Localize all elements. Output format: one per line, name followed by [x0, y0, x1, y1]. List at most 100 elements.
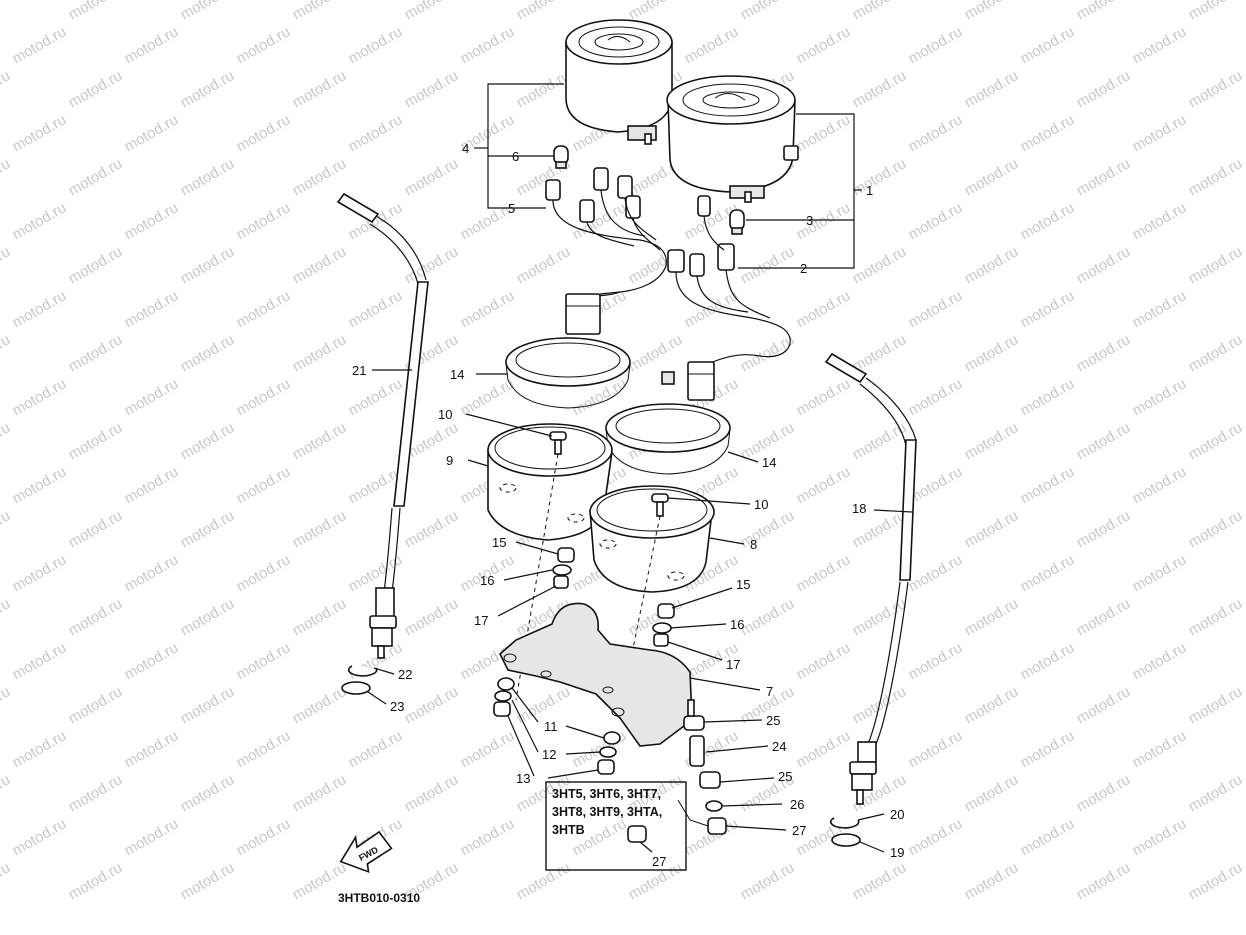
watermark-text: motod.ru — [514, 243, 574, 287]
callout-18: 18 — [852, 501, 866, 516]
watermark-text: motod.ru — [1186, 243, 1246, 287]
watermark-text: motod.ru — [66, 595, 126, 639]
watermark-text: motod.ru — [0, 67, 13, 111]
watermark-text: motod.ru — [1186, 155, 1246, 199]
callout-16-left: 16 — [480, 573, 494, 588]
callout-5: 5 — [508, 201, 515, 216]
watermark-text: motod.ru — [1186, 0, 1246, 23]
leader-lines — [367, 83, 913, 853]
watermark-text: motod.ru — [1074, 0, 1134, 23]
watermark-text: motod.ru — [962, 859, 1022, 903]
callout-12: 12 — [542, 747, 556, 762]
watermark-text: motod.ru — [1018, 111, 1078, 155]
watermark-text: motod.ru — [346, 23, 406, 67]
watermark-text: motod.ru — [962, 331, 1022, 375]
watermark-text: motod.ru — [850, 243, 910, 287]
circlip-22 — [347, 665, 378, 677]
callout-17-right: 17 — [726, 657, 740, 672]
watermark-text: motod.ru — [0, 683, 13, 727]
callout-27-right: 27 — [792, 823, 806, 838]
bulb-6 — [553, 145, 569, 169]
meter-cable-21 — [336, 192, 429, 659]
watermark-text: motod.ru — [10, 23, 70, 67]
watermark-text: motod.ru — [850, 67, 910, 111]
watermark-text: motod.ru — [1018, 815, 1078, 859]
watermark-text: motod.ru — [178, 859, 238, 903]
watermark-text: motod.ru — [1018, 287, 1078, 331]
watermark-text: motod.ru — [234, 727, 294, 771]
watermark-text: motod.ru — [570, 199, 630, 243]
watermark-text: motod.ru — [906, 23, 966, 67]
watermark-text: motod.ru — [906, 287, 966, 331]
watermark-text: motod.ru — [290, 419, 350, 463]
watermark-text: motod.ru — [66, 243, 126, 287]
watermark-text: motod.ru — [290, 331, 350, 375]
watermark-text: motod.ru — [1074, 155, 1134, 199]
watermark-text: motod.ru — [794, 23, 854, 67]
watermark-text: motod.ru — [10, 287, 70, 331]
watermark-text: motod.ru — [290, 67, 350, 111]
callout-14-upper: 14 — [450, 367, 464, 382]
watermark-text: motod.ru — [122, 551, 182, 595]
watermark-text: motod.ru — [1130, 287, 1190, 331]
watermark-text: motod.ru — [234, 287, 294, 331]
callout-13: 13 — [516, 771, 530, 786]
watermark-text: motod.ru — [458, 815, 518, 859]
watermark-text: motod.ru — [178, 67, 238, 111]
watermark-text: motod.ru — [346, 727, 406, 771]
watermark-text: motod.ru — [178, 683, 238, 727]
rubber-ring-14-upper — [505, 337, 631, 409]
watermark-text: motod.ru — [906, 727, 966, 771]
callout-8: 8 — [750, 537, 757, 552]
watermark-text: motod.ru — [0, 419, 13, 463]
watermark-text: motod.ru — [402, 67, 462, 111]
collar-24 — [689, 735, 705, 767]
watermark-text: motod.ru — [234, 639, 294, 683]
damper-25-upper — [683, 699, 705, 731]
watermark-text: motod.ru — [1186, 683, 1246, 727]
watermark-text: motod.ru — [0, 243, 13, 287]
model-note-box: 3HT5, 3HT6, 3HT7, 3HT8, 3HT9, 3HTA, 3HTB — [545, 781, 709, 871]
watermark-text: motod.ru — [66, 155, 126, 199]
meter-case-9 — [487, 423, 613, 541]
watermark-text: motod.ru — [346, 111, 406, 155]
watermark-text: motod.ru — [850, 859, 910, 903]
watermark-text: motod.ru — [626, 0, 686, 23]
callout-3: 3 — [806, 213, 813, 228]
watermark-text: motod.ru — [458, 375, 518, 419]
model-line-1: 3HT5, 3HT6, 3HT7, — [552, 787, 661, 801]
callout-17-left: 17 — [474, 613, 488, 628]
watermark-text: motod.ru — [794, 375, 854, 419]
watermark-text: motod.ru — [738, 0, 798, 23]
watermark-text: motod.ru — [962, 67, 1022, 111]
watermark-text: motod.ru — [794, 199, 854, 243]
watermark-text: motod.ru — [290, 507, 350, 551]
grommet-15-right — [657, 603, 675, 619]
watermark-text: motod.ru — [1074, 859, 1134, 903]
watermark-text: motod.ru — [514, 0, 574, 23]
watermark-text: motod.ru — [0, 155, 13, 199]
watermark-text: motod.ru — [402, 0, 462, 23]
watermark-text: motod.ru — [234, 815, 294, 859]
washer-16-right — [652, 622, 672, 634]
watermark-text: motod.ru — [1130, 639, 1190, 683]
watermark-text: motod.ru — [906, 639, 966, 683]
watermark-text: motod.ru — [794, 727, 854, 771]
watermark-text: motod.ru — [122, 463, 182, 507]
watermark-text: motod.ru — [962, 419, 1022, 463]
watermark-text: motod.ru — [0, 507, 13, 551]
watermark-text: motod.ru — [10, 111, 70, 155]
watermark-text: motod.ru — [850, 155, 910, 199]
watermark-text: motod.ru — [962, 507, 1022, 551]
meter-assembly-1 — [666, 75, 799, 203]
watermark-text: motod.ru — [458, 23, 518, 67]
watermark-text: motod.ru — [66, 331, 126, 375]
watermark-text: motod.ru — [1074, 507, 1134, 551]
washer-16-left — [552, 564, 572, 576]
watermark-text: motod.ru — [122, 23, 182, 67]
watermark-text: motod.ru — [122, 111, 182, 155]
watermark-text: motod.ru — [906, 375, 966, 419]
watermark-text: motod.ru — [402, 507, 462, 551]
watermark-text: motod.ru — [290, 0, 350, 23]
